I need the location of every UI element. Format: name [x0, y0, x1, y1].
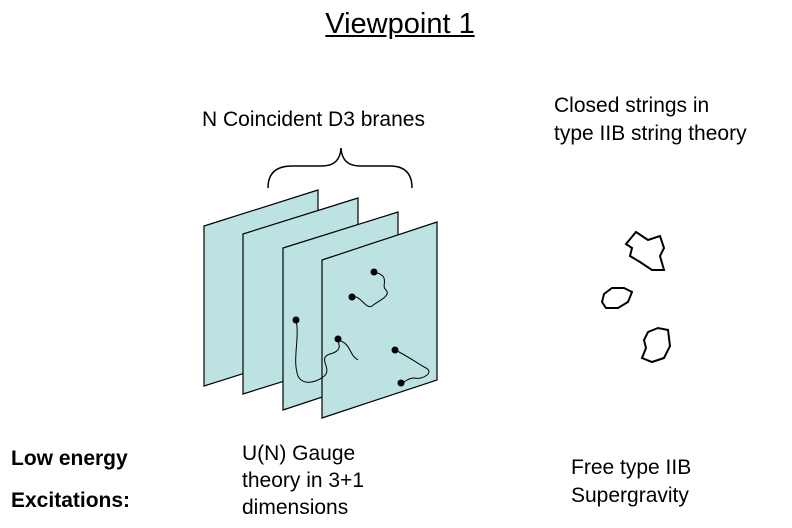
closed-strings-label-line-2: type IIB string theory — [554, 122, 747, 145]
string-endpoint — [334, 335, 342, 343]
string-endpoint — [391, 346, 399, 354]
supergravity-line-2: Supergravity — [571, 484, 689, 507]
closed-string-loop-2 — [600, 287, 634, 309]
string-endpoint — [370, 268, 378, 276]
gauge-theory-line-2: theory in 3+1 — [242, 469, 365, 492]
string-endpoint — [292, 316, 300, 324]
open-string-3 — [337, 339, 359, 361]
gauge-theory-line-1: U(N) Gauge — [242, 442, 356, 465]
d3-branes — [203, 189, 438, 419]
supergravity-line-1: Free type IIB — [571, 456, 692, 479]
brane-plane-4 — [321, 221, 438, 419]
curly-brace — [267, 147, 413, 189]
open-string-2 — [295, 319, 340, 383]
low-energy-label: Low energy — [11, 447, 128, 470]
closed-strings-label-line-1: Closed strings in — [554, 94, 710, 117]
open-strings — [295, 271, 430, 384]
closed-string-loop-3 — [640, 326, 672, 364]
supergravity-label: Free type IIB Supergravity — [571, 454, 691, 510]
excitations-label: Excitations: — [11, 489, 131, 512]
gauge-theory-label: U(N) Gauge theory in 3+1 dimensions — [242, 440, 364, 521]
diagram-title: Viewpoint 1 — [325, 8, 475, 40]
closed-strings — [600, 230, 672, 364]
string-endpoints — [292, 268, 405, 387]
string-endpoint — [397, 379, 405, 387]
gauge-theory-line-3: dimensions — [242, 496, 349, 519]
open-string-4 — [394, 349, 430, 384]
branes-label: N Coincident D3 branes — [202, 108, 425, 131]
closed-string-loop-1 — [624, 230, 666, 271]
string-endpoint — [348, 293, 356, 301]
open-string-1 — [351, 271, 388, 308]
closed-strings-label: Closed strings in type IIB string theory — [554, 92, 747, 148]
